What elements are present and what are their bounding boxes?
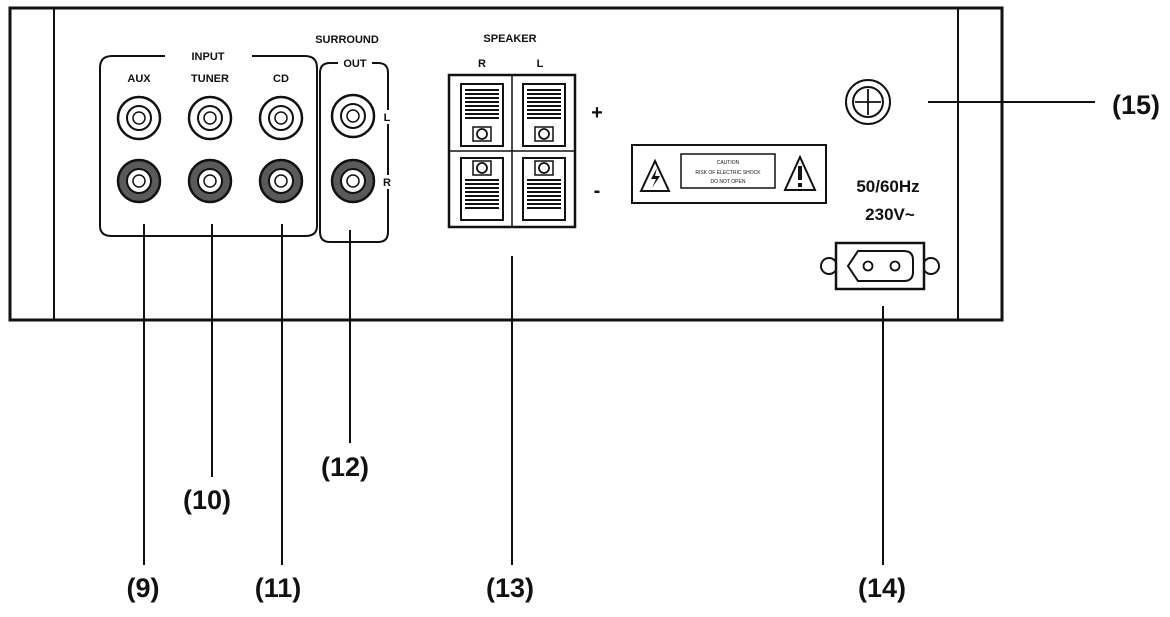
callout-14: (14) xyxy=(858,573,906,603)
ground-screw-icon[interactable] xyxy=(845,79,891,125)
aux-label: AUX xyxy=(127,73,151,85)
caution-title: CAUTION xyxy=(717,160,740,166)
ac-power-socket-icon[interactable] xyxy=(820,241,940,291)
minus-sign: - xyxy=(594,180,601,202)
callout-11: (11) xyxy=(255,573,302,603)
surround-left-jack[interactable] xyxy=(330,93,376,139)
surround-out-label: OUT xyxy=(343,58,367,70)
caution-line-1: RISK OF ELECTRIC SHOCK xyxy=(695,170,761,176)
cd-jack-red[interactable] xyxy=(258,158,304,204)
lightning-warning-icon xyxy=(639,158,671,192)
cd-jack-white[interactable] xyxy=(258,95,304,141)
callout-10: (10) xyxy=(183,485,231,515)
plus-sign: + xyxy=(591,102,603,124)
aux-jack-white[interactable] xyxy=(116,95,162,141)
aux-jack-red[interactable] xyxy=(116,158,162,204)
speaker-clips xyxy=(460,83,566,221)
surround-out-group: SURROUND OUT L R xyxy=(315,34,394,243)
surround-right-label: R xyxy=(383,177,391,189)
callout-9: (9) xyxy=(127,573,160,603)
surround-left-label: L xyxy=(384,112,391,124)
speaker-right-label: R xyxy=(478,58,486,70)
input-group: INPUT xyxy=(99,51,318,237)
callout-15: (15) xyxy=(1112,90,1160,120)
exclamation-warning-icon xyxy=(783,154,817,191)
speaker-right-minus-clip[interactable] xyxy=(460,157,504,221)
surround-label: SURROUND xyxy=(315,34,379,46)
speaker-left-plus-clip[interactable] xyxy=(522,83,566,147)
speaker-left-label: L xyxy=(537,58,544,70)
callout-13: (13) xyxy=(486,573,534,603)
surround-right-jack[interactable] xyxy=(330,158,376,204)
caution-line-2: DO NOT OPEN xyxy=(711,179,746,185)
speaker-left-minus-clip[interactable] xyxy=(522,157,566,221)
speaker-label: SPEAKER xyxy=(483,33,536,45)
leader-lines xyxy=(143,101,1095,565)
caution-label-plate: CAUTION RISK OF ELECTRIC SHOCK DO NOT OP… xyxy=(631,144,827,204)
callout-12: (12) xyxy=(321,452,369,482)
input-group-label: INPUT xyxy=(192,51,225,63)
frequency-rating: 50/60Hz xyxy=(856,177,919,196)
cd-label: CD xyxy=(273,73,289,85)
tuner-label: TUNER xyxy=(191,73,229,85)
tuner-jack-white[interactable] xyxy=(187,95,233,141)
voltage-rating: 230V~ xyxy=(865,205,915,224)
speaker-right-plus-clip[interactable] xyxy=(460,83,504,147)
tuner-jack-red[interactable] xyxy=(187,158,233,204)
